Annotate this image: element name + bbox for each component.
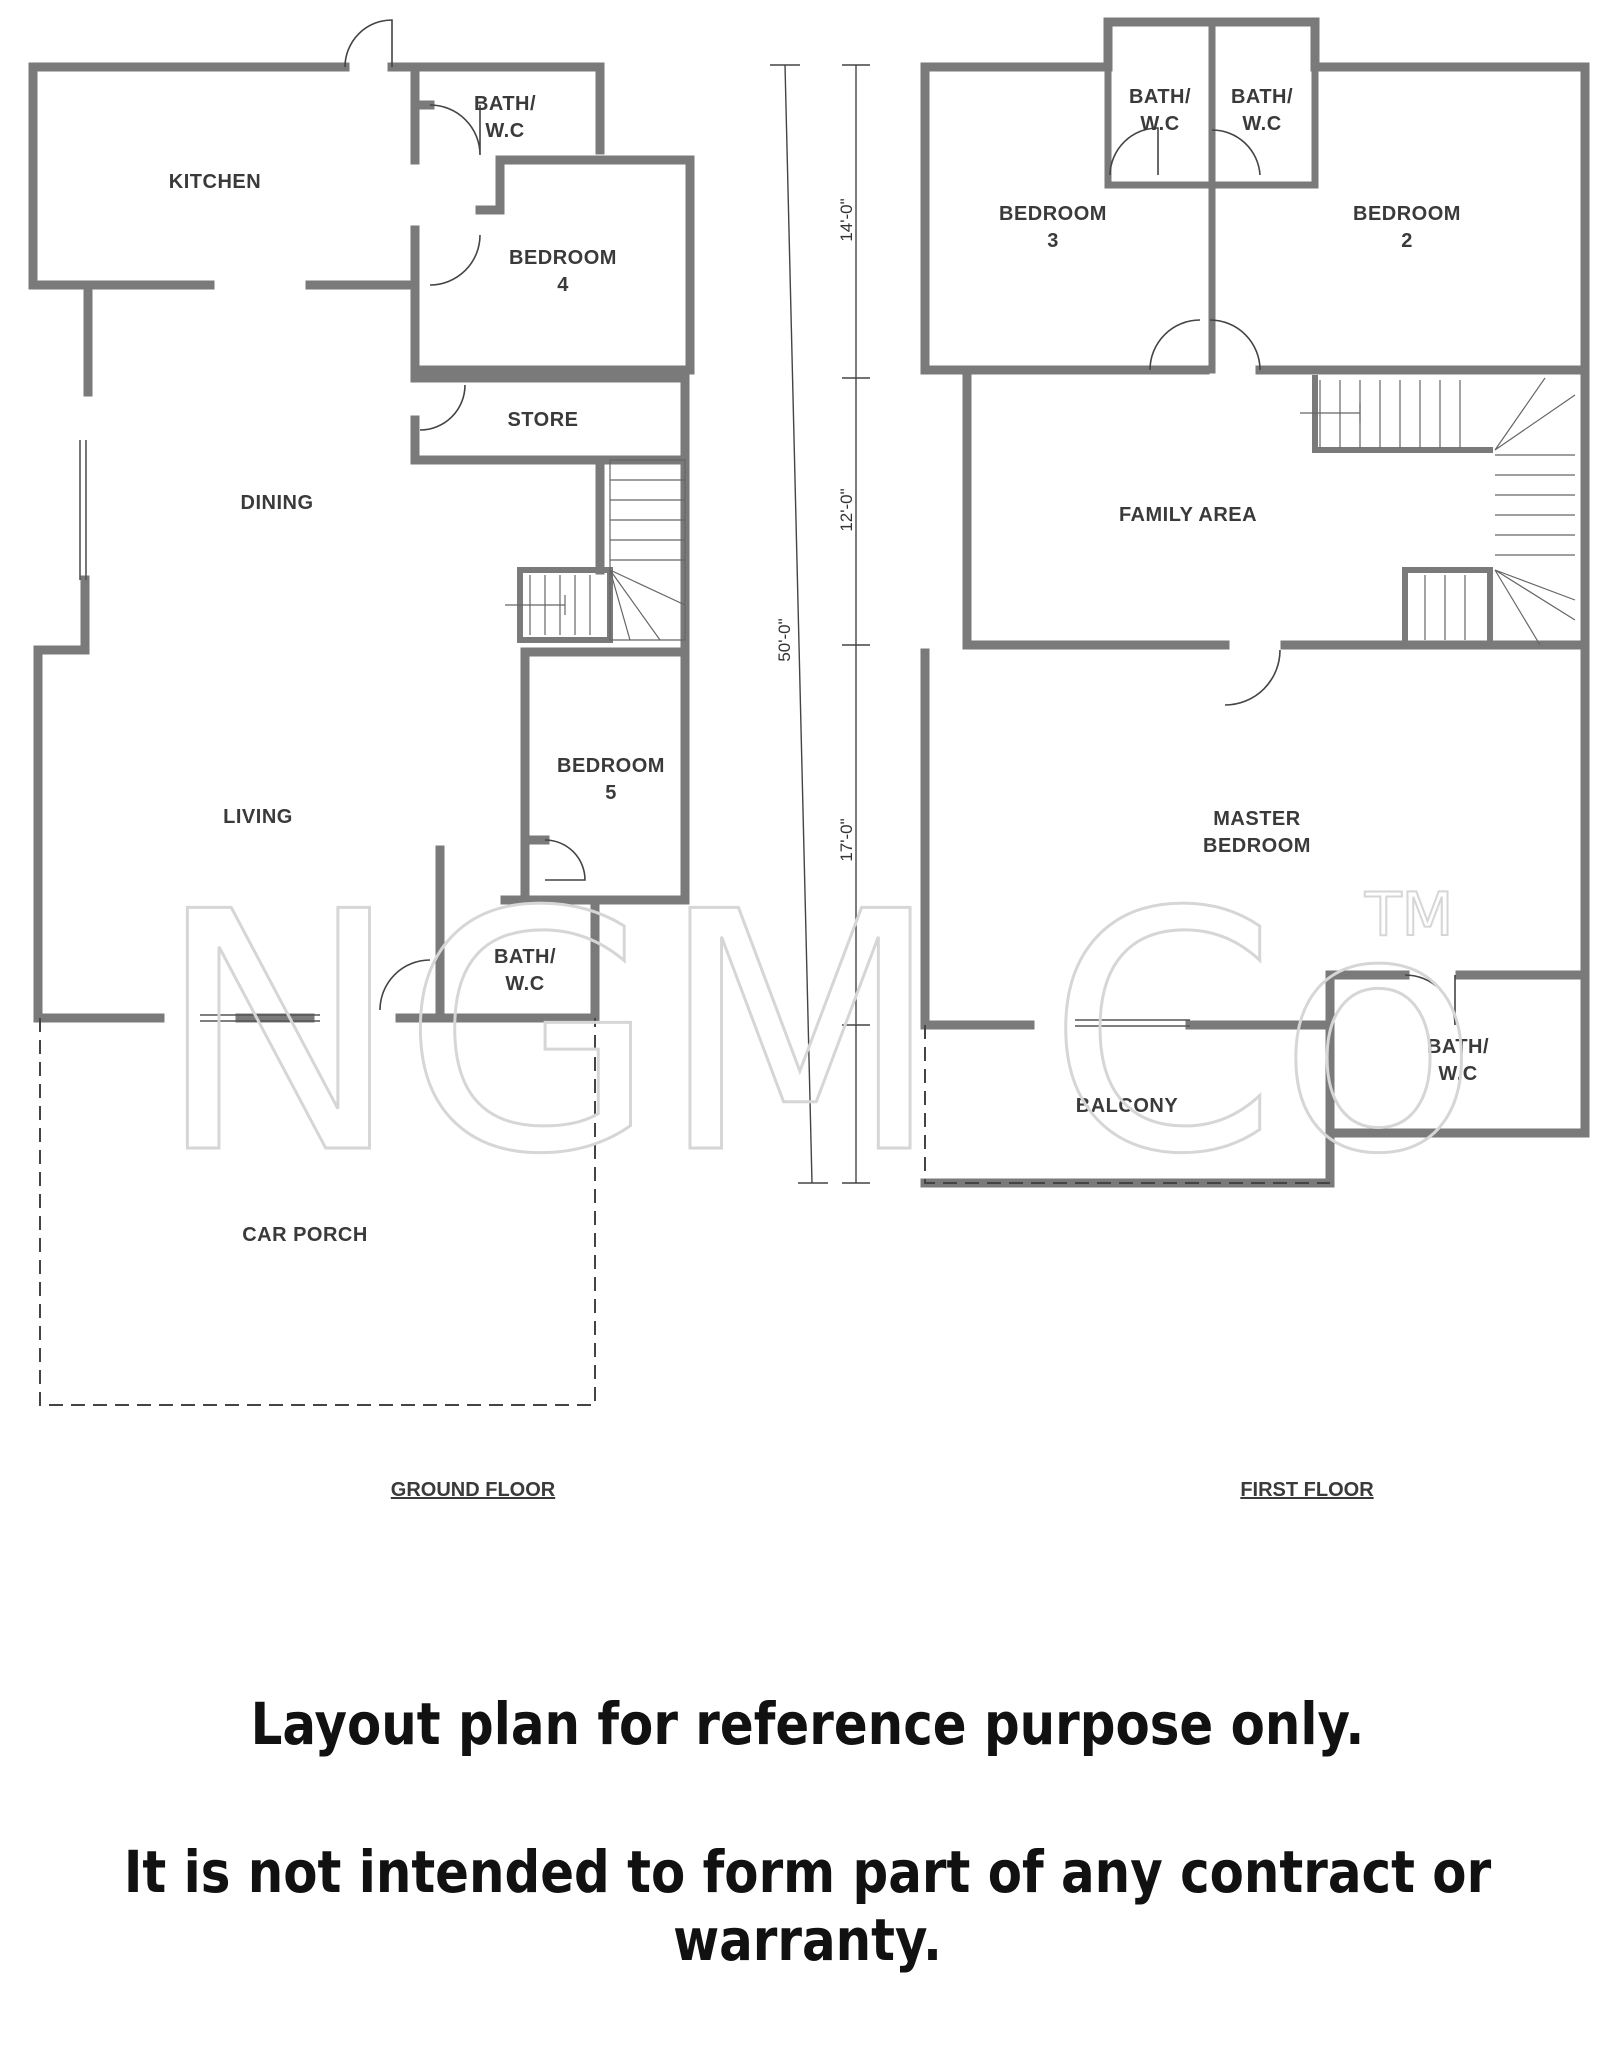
ground-bath2-label-line1: BATH/ [494, 946, 556, 968]
bedroom4-wall [410, 155, 695, 375]
dimension-lines: 50'-0" 14'-0" 12'-0" 17'-0" [770, 64, 870, 1184]
ground-sliding-door [200, 1014, 320, 1022]
dim-total-label: 50'-0" [775, 618, 794, 661]
watermark-tm: TM [1364, 880, 1453, 950]
first-doors [1109, 127, 1456, 1026]
first-stair-treads [1300, 377, 1576, 646]
bedroom5-wall [500, 647, 603, 905]
ground-window [79, 440, 87, 580]
ground-bath1-label-line2: W.C [485, 120, 524, 142]
first-bath-b-label-line2: W.C [1242, 113, 1281, 135]
first-bath-a-label-line2: W.C [1140, 113, 1179, 135]
bedroom4-label-line1: BEDROOM [509, 247, 617, 269]
first-floor-title: FIRST FLOOR [1240, 1479, 1374, 1501]
dim-seg3-label: 17'-0" [837, 818, 856, 861]
ground-bath1-wall [410, 62, 435, 165]
first-bath-walls [1104, 18, 1319, 374]
first-bath-c-label-line1: BATH/ [1427, 1036, 1489, 1058]
family-area-label: FAMILY AREA [1119, 504, 1257, 526]
first-stair-wall [1312, 375, 1493, 648]
watermark-text: NGM Co [155, 842, 1480, 1226]
balcony-outline [924, 1025, 1330, 1184]
disclaimer-line1: Layout plan for reference purpose only. [250, 1690, 1365, 1758]
living-label: LIVING [223, 806, 293, 828]
disclaimer-line2: It is not intended to form part of any c… [123, 1838, 1492, 1974]
bedroom3-label-line1: BEDROOM [999, 203, 1107, 225]
first-floor-outer-wall [920, 17, 1590, 1188]
master-bedroom-label-line2: BEDROOM [1203, 835, 1311, 857]
master-bedroom-label-line1: MASTER [1213, 808, 1301, 830]
ground-floor-title: GROUND FLOOR [391, 1479, 556, 1501]
first-bath-b-label-line1: BATH/ [1231, 86, 1293, 108]
bedroom2-label-line2: 2 [1401, 230, 1413, 252]
car-porch-outline [39, 1018, 596, 1406]
first-floor-plan: BATH/ W.C BATH/ W.C BEDROOM 3 BEDROOM 2 … [920, 17, 1590, 1501]
bedroom5-label-line2: 5 [605, 782, 617, 804]
ground-doors [344, 19, 586, 1011]
dining-label: DINING [241, 492, 314, 514]
car-porch-label: CAR PORCH [242, 1224, 368, 1246]
bedroom4-label-line2: 4 [557, 274, 569, 296]
ground-floor-plan: KITCHEN BATH/ W.C BEDROOM 4 STORE DINING… [28, 19, 695, 1501]
first-bath-c-label-line2: W.C [1438, 1063, 1477, 1085]
dim-seg1-label: 14'-0" [837, 198, 856, 241]
kitchen-label: KITCHEN [169, 171, 261, 193]
balcony-label: BALCONY [1076, 1095, 1179, 1117]
bedroom2-label-line1: BEDROOM [1353, 203, 1461, 225]
first-bath-a-label-line1: BATH/ [1129, 86, 1191, 108]
ground-bath2-wall [435, 845, 600, 1023]
ground-stair-treads [505, 459, 686, 641]
first-sliding-door [1075, 1019, 1190, 1027]
bedroom3-label-line2: 3 [1047, 230, 1059, 252]
ground-bath1-label-line1: BATH/ [474, 93, 536, 115]
dim-seg2-label: 12'-0" [837, 488, 856, 531]
store-label: STORE [507, 409, 578, 431]
bedroom5-label-line1: BEDROOM [557, 755, 665, 777]
ground-bath2-label-line2: W.C [505, 973, 544, 995]
